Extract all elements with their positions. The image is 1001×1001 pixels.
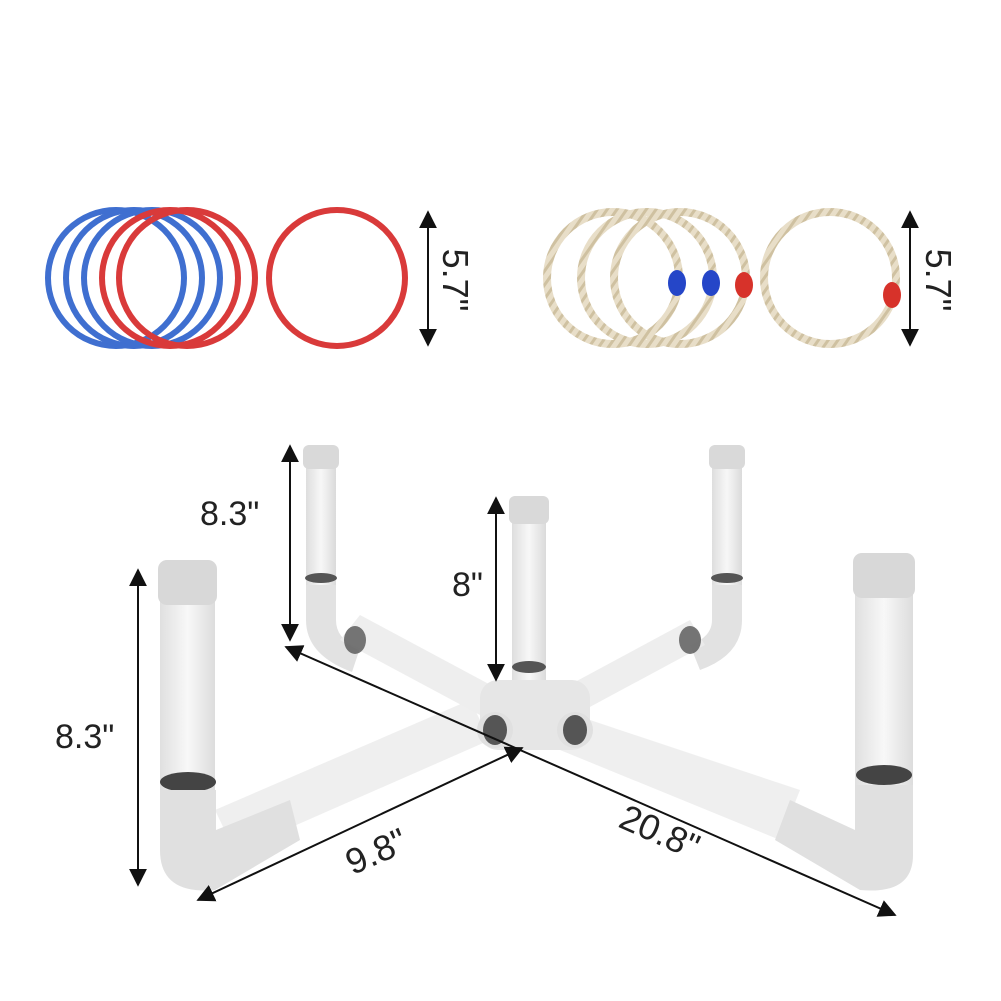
blue-bead-icon — [702, 270, 720, 296]
rope-rings-group — [543, 208, 900, 348]
center-peg-height-label: 8" — [452, 566, 483, 604]
red-ring-single — [266, 207, 408, 349]
center-peg — [509, 496, 549, 690]
back-peg-height-dimension: 8.3" — [200, 444, 299, 642]
rope-ring-single — [760, 208, 900, 348]
center-peg-height-dimension: 8" — [452, 496, 505, 682]
blue-bead-icon — [668, 270, 686, 296]
red-ring — [116, 207, 258, 349]
rope-ring-beads — [668, 270, 901, 308]
front-left-peg — [158, 560, 300, 891]
red-bead-icon — [735, 272, 753, 298]
back-peg-height-label: 8.3" — [200, 495, 259, 533]
rope-ring-dimension: 5.7" — [901, 210, 959, 347]
peg-stand — [158, 445, 915, 891]
left-peg-height-label: 8.3" — [55, 718, 114, 756]
plastic-rings-group — [45, 207, 408, 349]
arm-back-left — [340, 615, 500, 715]
rope-ring-diameter-label: 5.7" — [918, 249, 959, 312]
front-right-peg — [775, 553, 915, 891]
plastic-ring-diameter-label: 5.7" — [435, 249, 476, 312]
left-peg-height-dimension: 8.3" — [55, 568, 147, 887]
rope-ring — [577, 208, 717, 348]
long-span-label: 20.8" — [614, 796, 706, 867]
plastic-ring-dimension: 5.7" — [419, 210, 476, 347]
red-bead-icon — [883, 282, 901, 308]
